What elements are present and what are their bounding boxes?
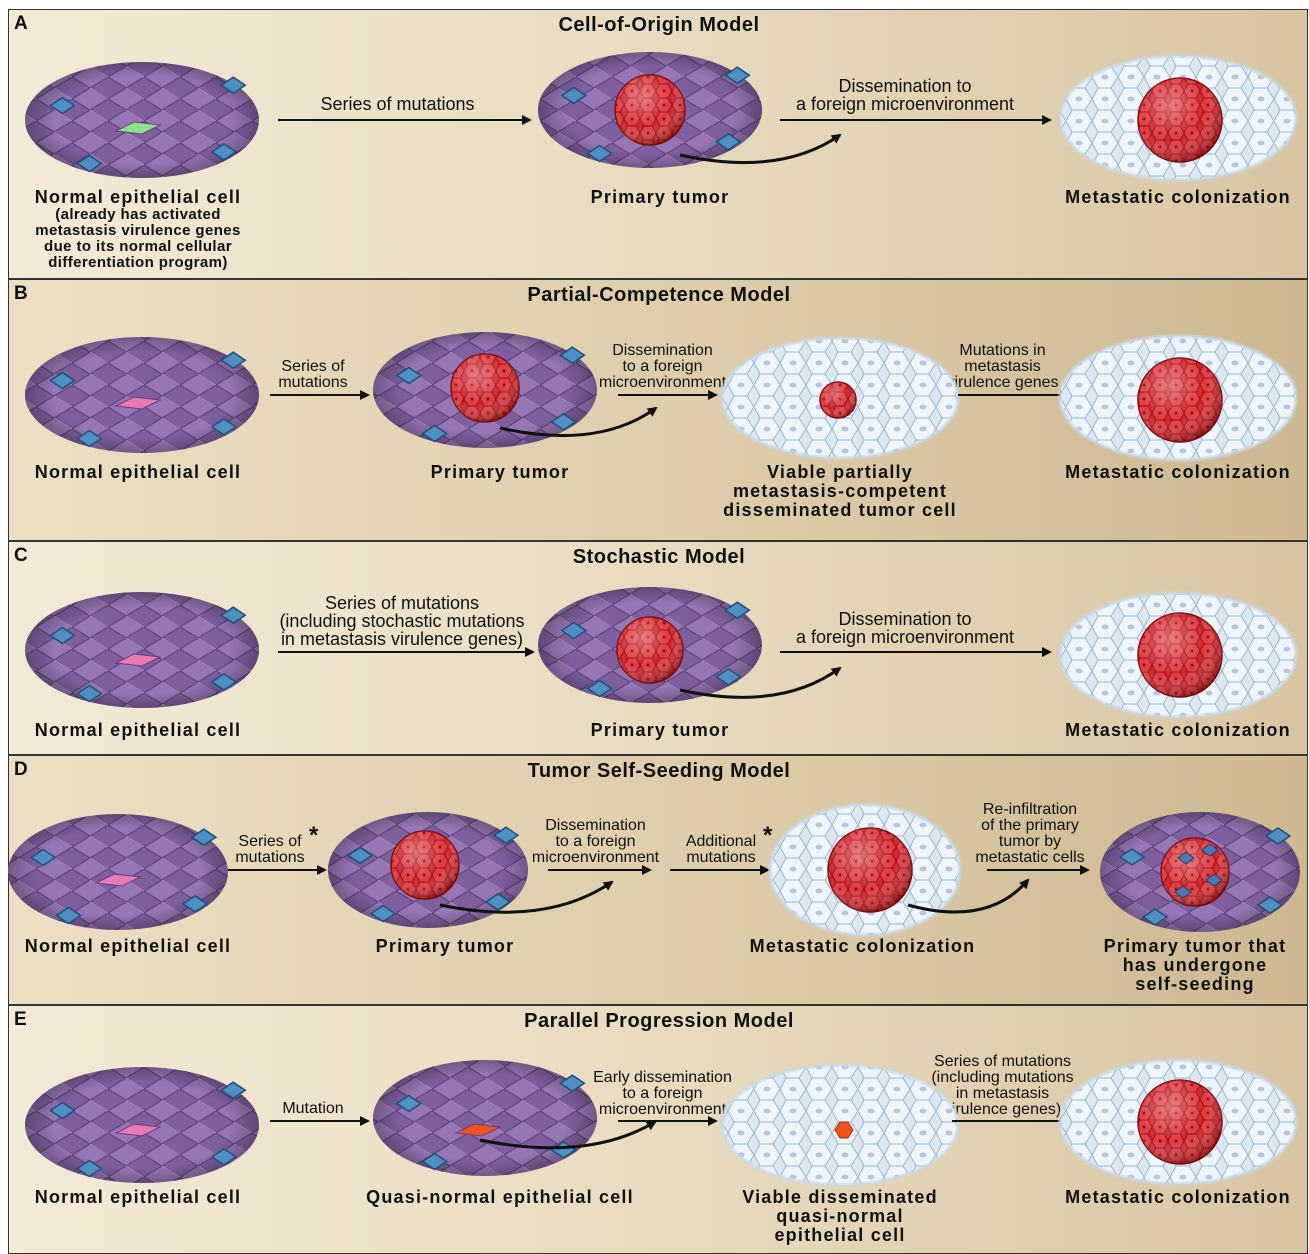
normal-cell-label: Normal epithelial cell (already has acti…	[18, 188, 258, 271]
arrow-label-line: (including stochastic mutations	[258, 612, 546, 630]
label-line: self-seeding	[1090, 975, 1300, 994]
metastatic-colonization-label: Metastatic colonization	[1052, 463, 1304, 482]
arrow-label-line: microenvironment	[523, 850, 668, 866]
arrow-label: Additional mutations	[675, 834, 767, 866]
panel-b: B Partial-Competence Model	[8, 279, 1308, 541]
quasi-normal-cell-label: Quasi-normal epithelial cell	[350, 1188, 650, 1207]
arrow-label-line: Re-infiltration	[965, 802, 1095, 818]
arrow-label-line: Series of mutations	[258, 594, 546, 612]
label-line: Primary tumor that	[1090, 937, 1300, 956]
arrow-label: Dissemination to a foreign microenvironm…	[523, 818, 668, 866]
arrow-label: Series of mutations (including stochasti…	[258, 594, 546, 648]
arrow-label: Dissemination to a foreign microenvironm…	[775, 77, 1035, 113]
arrow-label-line: Dissemination	[523, 818, 668, 834]
metastatic-colonization-label: Metastatic colonization	[1052, 721, 1304, 740]
arrow-label-line: tumor by	[965, 834, 1095, 850]
arrow-label: Early dissemination to a foreign microen…	[585, 1070, 740, 1118]
label-line: metastasis-competent	[710, 482, 970, 501]
self-seeded-tumor-label: Primary tumor that has undergone self-se…	[1090, 937, 1300, 994]
normal-cell-label: Normal epithelial cell	[8, 937, 248, 956]
metastatic-colonization-label: Metastatic colonization	[1052, 1188, 1304, 1207]
arrow-label-line: Mutations in	[940, 343, 1065, 359]
arrow-label-line: virulence genes)	[920, 1102, 1085, 1118]
arrow-label-line: metastatic cells	[965, 850, 1095, 866]
panel-title: Tumor Self-Seeding Model	[9, 760, 1309, 783]
arrow-label-line: Additional	[675, 834, 767, 850]
arrow-label: Re-infiltration of the primary tumor by …	[965, 802, 1095, 866]
arrow-label-line: virulence genes	[940, 375, 1065, 391]
arrow-label: Mutations in metastasis virulence genes	[940, 343, 1065, 391]
cell-label-text: Normal epithelial cell	[18, 188, 258, 207]
label-line: has undergone	[1090, 956, 1300, 975]
cell-note-line: (already has activated	[18, 207, 258, 223]
arrow-label-line: Series of	[268, 359, 358, 375]
normal-cell-label: Normal epithelial cell	[18, 1188, 258, 1207]
viable-cell-label: Viable partially metastasis-competent di…	[710, 463, 970, 520]
arrow-label-line: Dissemination to	[775, 77, 1035, 95]
primary-tumor-label: Primary tumor	[345, 937, 545, 956]
arrow-label-line: mutations	[228, 850, 312, 866]
asterisk: *	[309, 822, 318, 850]
panel-title: Stochastic Model	[9, 546, 1309, 569]
panel-e: E Parallel Progression Model	[8, 1005, 1308, 1254]
arrow-label-line: Series of mutations	[920, 1054, 1085, 1070]
label-line: Viable partially	[710, 463, 970, 482]
arrow-label-line: metastasis	[940, 359, 1065, 375]
panel-title: Parallel Progression Model	[9, 1010, 1309, 1033]
arrow-label: Dissemination to a foreign microenvironm…	[775, 610, 1035, 646]
metastatic-colonization-label: Metastatic colonization	[1052, 188, 1304, 207]
arrow-label-line: a foreign microenvironment	[775, 95, 1035, 113]
arrow-label: Series of mutations (including mutations…	[920, 1054, 1085, 1118]
arrow-label-line: of the primary	[965, 818, 1095, 834]
arrow-label: Series of mutations	[280, 95, 515, 113]
label-line: quasi-normal	[720, 1207, 960, 1226]
arrow-label-line: Early dissemination	[585, 1070, 740, 1086]
primary-tumor-label: Primary tumor	[560, 721, 760, 740]
arrow-label-line: a foreign microenvironment	[775, 628, 1035, 646]
arrow-label-line: in metastasis	[920, 1086, 1085, 1102]
cell-note-line: differentiation program)	[18, 255, 258, 271]
arrow-label-line: Dissemination	[590, 343, 735, 359]
arrow-label-line: (including mutations	[920, 1070, 1085, 1086]
arrow-label-line: in metastasis virulence genes)	[258, 630, 546, 648]
panel-title: Partial-Competence Model	[9, 284, 1309, 307]
normal-cell-label: Normal epithelial cell	[18, 721, 258, 740]
arrow-label-line: microenvironment	[590, 375, 735, 391]
arrow-label: Series of mutations	[228, 834, 312, 866]
arrow-label-line: microenvironment	[585, 1102, 740, 1118]
arrow-label-line: mutations	[675, 850, 767, 866]
panel-title: Cell-of-Origin Model	[9, 14, 1309, 37]
label-line: Viable disseminated	[720, 1188, 960, 1207]
primary-tumor-label: Primary tumor	[400, 463, 600, 482]
label-line: disseminated tumor cell	[710, 501, 970, 520]
viable-cell-label: Viable disseminated quasi-normal epithel…	[720, 1188, 960, 1245]
primary-tumor-label: Primary tumor	[560, 188, 760, 207]
label-line: epithelial cell	[720, 1226, 960, 1245]
arrow-label-line: Series of	[228, 834, 312, 850]
cell-note-line: metastasis virulence genes	[18, 223, 258, 239]
arrow-label-line: to a foreign	[590, 359, 735, 375]
arrow-label-line: mutations	[268, 375, 358, 391]
arrow-label: Mutation	[268, 1101, 358, 1117]
asterisk: *	[763, 822, 772, 850]
arrow-label-line: Dissemination to	[775, 610, 1035, 628]
arrow-label-line: to a foreign	[523, 834, 668, 850]
arrow-label: Dissemination to a foreign microenvironm…	[590, 343, 735, 391]
arrow-label: Series of mutations	[268, 359, 358, 391]
cell-note-line: due to its normal cellular	[18, 239, 258, 255]
normal-cell-label: Normal epithelial cell	[18, 463, 258, 482]
metastatic-colonization-label: Metastatic colonization	[735, 937, 990, 956]
arrow-label-line: to a foreign	[585, 1086, 740, 1102]
